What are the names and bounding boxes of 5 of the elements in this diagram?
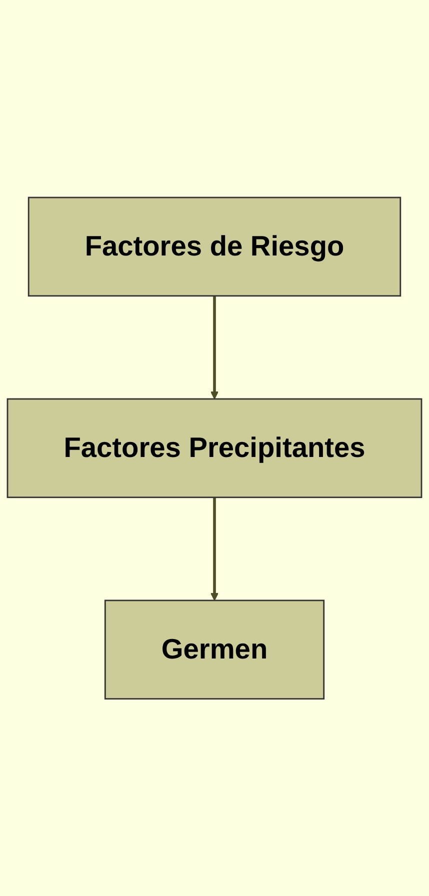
node-box: Germen — [104, 600, 325, 700]
arrow — [210, 497, 219, 601]
node-box: Factores de Riesgo — [28, 196, 402, 296]
arrow — [210, 296, 219, 400]
node-box: Factores Precipitantes — [6, 398, 422, 498]
